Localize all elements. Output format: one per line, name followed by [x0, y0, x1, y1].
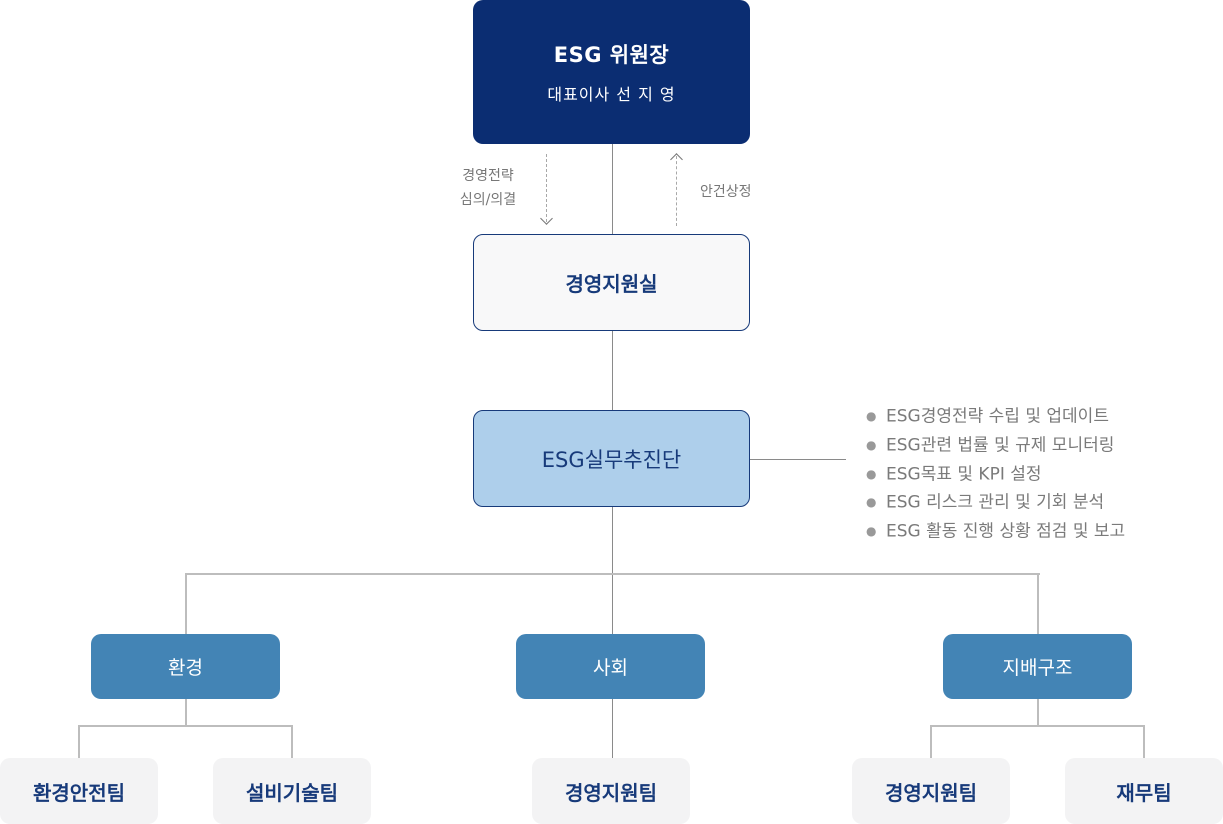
connector-taskforce-categories: [612, 507, 613, 634]
esg-task-force-box: ESG실무추진단: [473, 410, 750, 507]
connector-to-facility-team: [291, 725, 293, 758]
connector-governance-teams: [1037, 699, 1039, 726]
esg-chair-title: ESG 위원장: [553, 43, 670, 67]
team-label: 설비기술팀: [246, 780, 338, 805]
connector-governance-bus: [930, 725, 1145, 727]
down-flow-label-line1: 경영전략: [462, 168, 514, 184]
bullet-icon: ●: [866, 437, 877, 452]
team-finance: 재무팀: [1065, 758, 1223, 824]
team-label: 환경안전팀: [33, 780, 125, 805]
arrow-up-icon: [670, 153, 683, 166]
esg-chair-subtitle: 대표이사 선 지 영: [547, 85, 676, 104]
team-social-management-support: 경영지원팀: [532, 758, 690, 824]
team-governance-management-support: 경영지원팀: [852, 758, 1010, 824]
bullet-icon: ●: [866, 466, 877, 481]
connector-to-gov-mgmt-team: [930, 725, 932, 758]
connector-mgmt-taskforce: [612, 331, 613, 410]
down-flow-label: 경영전략 심의/의결: [446, 164, 530, 212]
category-label: 환경: [168, 657, 203, 679]
duty-item: ●ESG목표 및 KPI 설정: [866, 460, 1125, 489]
team-label: 재무팀: [1116, 780, 1172, 805]
connector-social-team: [612, 699, 613, 758]
team-environment-safety: 환경안전팀: [0, 758, 158, 824]
connector-taskforce-duties: [750, 459, 846, 460]
connector-environment-teams: [185, 699, 187, 726]
arrow-down-icon: [540, 212, 553, 225]
duty-item: ●ESG 리스크 관리 및 기회 분석: [866, 488, 1125, 517]
duty-item: ●ESG 활동 진행 상황 점검 및 보고: [866, 517, 1125, 546]
connector-environment-bus: [78, 725, 293, 727]
duty-item: ●ESG경영전략 수립 및 업데이트: [866, 402, 1125, 431]
connector-category-bus: [185, 573, 1040, 575]
category-label: 사회: [593, 657, 628, 679]
down-flow-label-line2: 심의/의결: [459, 192, 517, 208]
esg-chair-box: ESG 위원장 대표이사 선 지 영: [473, 0, 750, 144]
bullet-icon: ●: [866, 409, 877, 423]
management-office-box: 경영지원실: [473, 234, 750, 331]
esg-task-force-label: ESG실무추진단: [541, 447, 682, 472]
connector-to-env-safety-team: [78, 725, 80, 758]
up-flow-dashed-line: [676, 156, 677, 226]
team-label: 경영지원팀: [885, 780, 977, 805]
connector-bus-governance: [1037, 573, 1039, 634]
down-flow-dashed-line: [546, 154, 547, 222]
duty-item: ●ESG관련 법률 및 규제 모니터링: [866, 431, 1125, 460]
category-environment: 환경: [91, 634, 280, 699]
category-social: 사회: [516, 634, 705, 699]
bullet-icon: ●: [866, 495, 877, 510]
category-governance: 지배구조: [943, 634, 1132, 699]
connector-bus-environment: [185, 573, 187, 634]
category-label: 지배구조: [1002, 657, 1073, 679]
bullet-icon: ●: [866, 524, 877, 538]
up-flow-label: 안건상정: [700, 184, 752, 200]
connector-to-finance-team: [1143, 725, 1145, 758]
team-facility-technology: 설비기술팀: [213, 758, 371, 824]
task-force-duties-list: ●ESG경영전략 수립 및 업데이트 ●ESG관련 법률 및 규제 모니터링 ●…: [866, 402, 1125, 546]
management-office-label: 경영지원실: [565, 272, 658, 296]
team-label: 경영지원팀: [565, 780, 657, 805]
connector-chair-mgmt: [612, 144, 613, 234]
